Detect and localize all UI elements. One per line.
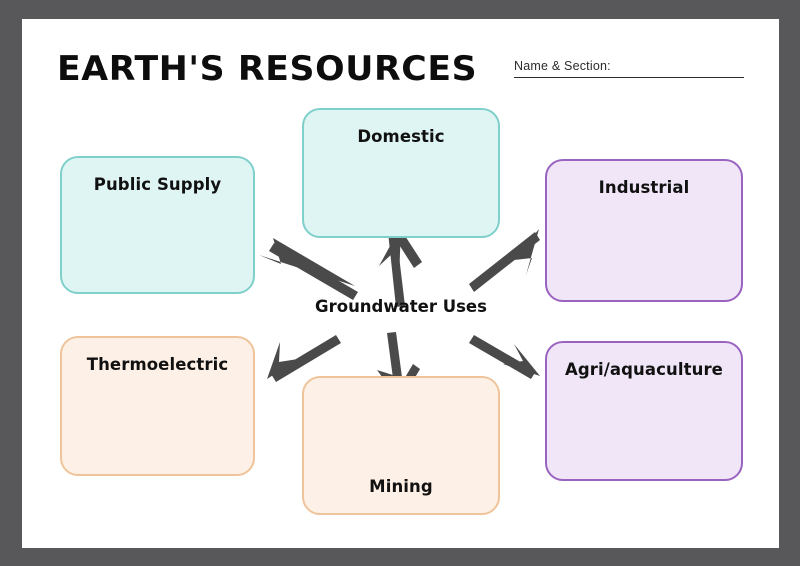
node-agri-aquaculture-label: Agri/aquaculture: [565, 360, 723, 379]
arrow-to-public-supply-icon: [259, 238, 358, 300]
node-public-supply[interactable]: Public Supply: [60, 156, 255, 294]
name-section-field[interactable]: Name & Section:: [514, 59, 744, 79]
node-industrial-label: Industrial: [598, 178, 690, 197]
node-mining-label: Mining: [369, 477, 433, 496]
node-public-supply-label: Public Supply: [93, 175, 222, 194]
node-domestic[interactable]: Domestic: [302, 108, 500, 238]
groundwater-uses-diagram: Groundwater Uses Public Supply Domestic …: [22, 19, 779, 548]
node-industrial[interactable]: Industrial: [545, 159, 743, 302]
node-agri-aquaculture[interactable]: Agri/aquaculture: [545, 341, 743, 481]
diagram-center-label: Groundwater Uses: [315, 297, 487, 316]
name-section-label: Name & Section:: [514, 59, 611, 73]
arrow-to-agri-aquaculture-icon: [469, 335, 540, 379]
node-thermoelectric[interactable]: Thermoelectric: [60, 336, 255, 476]
arrow-to-thermoelectric-icon: [267, 335, 341, 382]
arrow-to-industrial-icon: [469, 229, 540, 292]
node-mining[interactable]: Mining: [302, 376, 500, 515]
page-title: EARTH'S RESOURCES: [57, 49, 478, 89]
name-section-write-line[interactable]: [514, 77, 744, 79]
node-thermoelectric-label: Thermoelectric: [86, 355, 229, 374]
worksheet-page: EARTH'S RESOURCES Name & Section:: [22, 19, 779, 548]
node-domestic-label: Domestic: [357, 127, 445, 146]
